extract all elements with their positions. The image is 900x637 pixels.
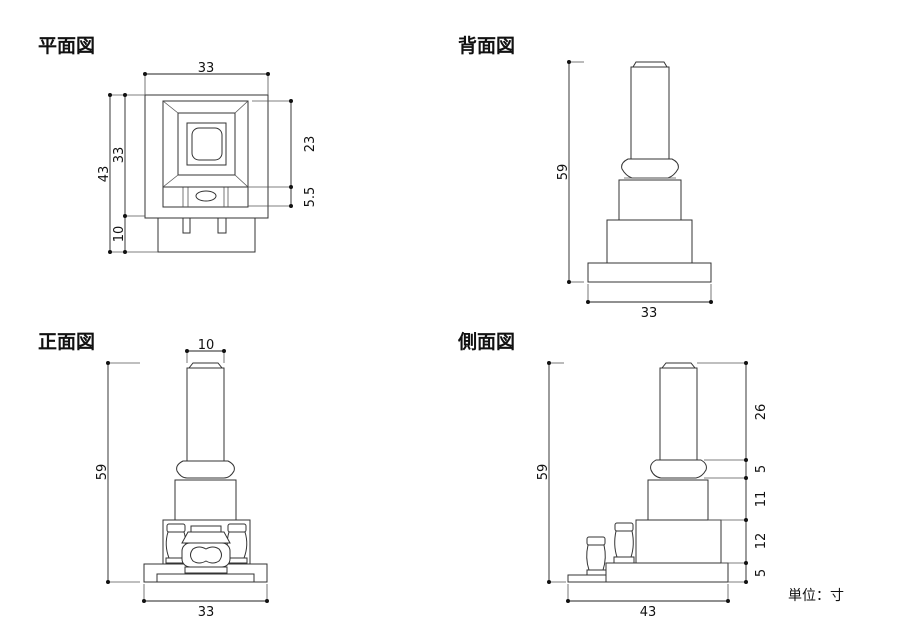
flower-vase-right	[226, 523, 248, 564]
column-cap	[187, 362, 224, 369]
lotus-ring	[650, 459, 707, 479]
upper-block	[174, 479, 237, 521]
side-width-label: 43	[640, 605, 657, 620]
column-cap	[632, 61, 668, 68]
side-view-title: 側面図	[457, 331, 515, 353]
unit-label: 単位：寸	[788, 588, 844, 604]
upper-block	[618, 179, 682, 221]
column	[630, 66, 670, 160]
column	[659, 367, 698, 461]
base-stone	[587, 262, 712, 283]
side-column-label: 26	[754, 404, 769, 421]
plan-front-label: 10	[112, 226, 127, 243]
column-cap	[191, 127, 223, 161]
front-view-title: 正面図	[38, 331, 95, 353]
front-width-label: 33	[198, 605, 215, 620]
lower-block	[606, 219, 693, 264]
incense-burner-oval	[195, 190, 217, 202]
back-view: 背面図 59 33	[458, 34, 713, 321]
side-ring-label: 5	[754, 465, 769, 473]
back-height-label: 59	[556, 164, 571, 181]
front-step-outline	[157, 217, 256, 253]
base-stone	[605, 562, 729, 583]
upper-block	[647, 479, 709, 521]
back-width-label: 33	[641, 306, 658, 321]
column-cap	[660, 362, 697, 369]
plan-view: 平面図 33 43 33 10 23 5.5	[38, 35, 318, 254]
plan-band-label: 5.5	[303, 187, 318, 208]
column	[186, 367, 225, 462]
side-block1-label: 11	[754, 491, 769, 508]
plan-upper-label: 23	[303, 136, 318, 153]
incense-burner	[181, 525, 231, 574]
front-view: 正面図 10 59	[38, 331, 269, 620]
flower-vase-back	[613, 522, 635, 564]
plan-total-depth-label: 43	[97, 166, 112, 183]
flower-vase-front	[586, 536, 607, 576]
lower-block	[635, 519, 722, 564]
side-view: 側面図 59 26 5 11 12 5	[457, 331, 769, 620]
side-block2-label: 12	[754, 533, 769, 550]
back-view-title: 背面図	[458, 34, 515, 57]
side-height-label: 59	[536, 464, 551, 481]
front-column-width-label: 10	[198, 338, 215, 353]
base-step	[156, 573, 255, 583]
lotus-ring	[621, 158, 679, 179]
plan-depth-label: 33	[112, 147, 127, 164]
front-height-label: 59	[95, 464, 110, 481]
side-base-label: 5	[754, 569, 769, 577]
front-step	[567, 574, 609, 583]
plan-width-label: 33	[198, 61, 215, 76]
lotus-ring	[176, 460, 235, 479]
plan-view-title: 平面図	[38, 35, 95, 57]
